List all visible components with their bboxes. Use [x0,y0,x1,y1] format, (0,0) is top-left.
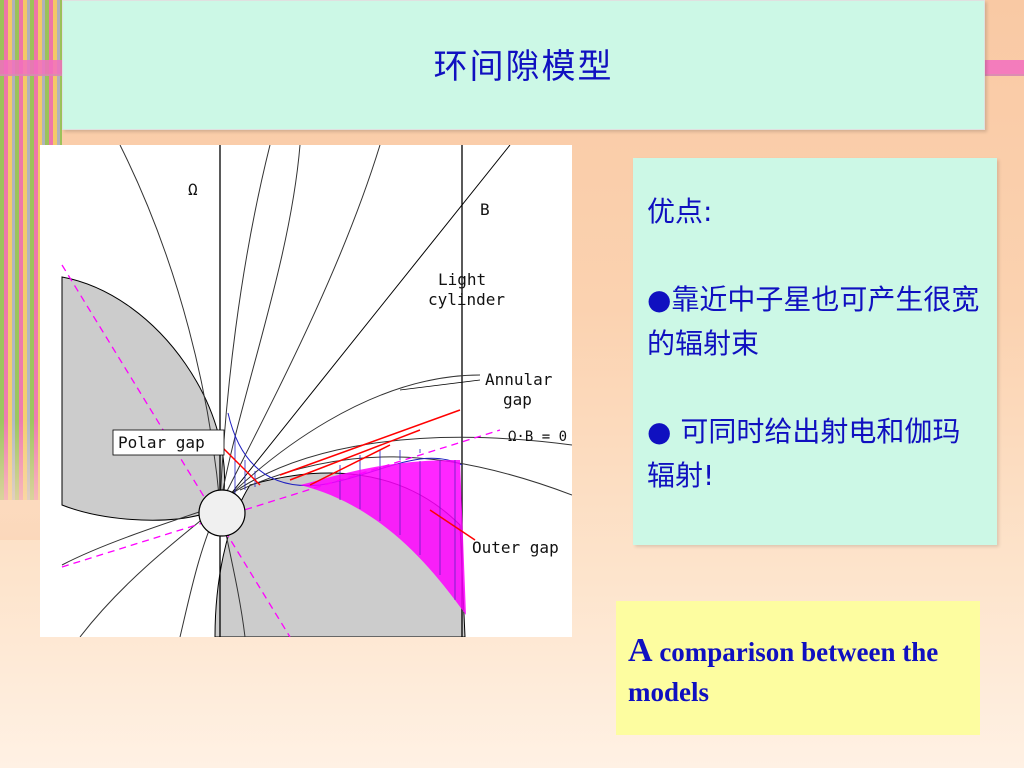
omega-label: Ω [188,180,198,199]
annular-gap-label-1: Annular [485,370,553,389]
advantages-point-1: ●靠近中子星也可产生很宽的辐射束 [647,283,980,360]
advantages-panel: 优点: ●靠近中子星也可产生很宽的辐射束 ● 可同时给出射电和伽玛辐射! [633,158,997,545]
neutron-star [198,489,246,537]
particle-arrows [219,409,476,541]
polar-gap-box [112,429,225,456]
null-surface-label: Ω·B = 0 [508,429,567,445]
polar-gap-label: Polar gap [118,433,205,452]
advantages-point-2: ● 可同时给出射电和伽玛辐射! [647,415,961,492]
comparison-rest: comparison between the models [628,637,939,707]
comparison-text: A comparison between the models [628,631,968,712]
diagram-svg: Ω B Light cylinder Annular gap Polar gap… [61,145,572,637]
annular-gap-pointer [399,379,481,391]
outer-gap-label: Outer gap [472,538,559,557]
title-panel: 环间隙模型 [62,0,985,130]
advantages-text: 优点: ●靠近中子星也可产生很宽的辐射束 ● 可同时给出射电和伽玛辐射! [647,190,987,542]
slide-title: 环间隙模型 [433,47,614,87]
b-label: B [480,200,490,219]
light-cylinder-label-2: cylinder [428,290,505,309]
comparison-panel: A comparison between the models [616,601,980,735]
comparison-first-letter: A [628,632,653,669]
light-cylinder-label-1: Light [438,270,486,289]
magnetic-axis [221,145,511,506]
outer-gap-region [300,460,466,615]
annular-gap-label-2: gap [503,390,532,409]
annular-gap-diagram: Ω B Light cylinder Annular gap Polar gap… [40,145,572,637]
advantages-heading: 优点: [647,195,713,228]
